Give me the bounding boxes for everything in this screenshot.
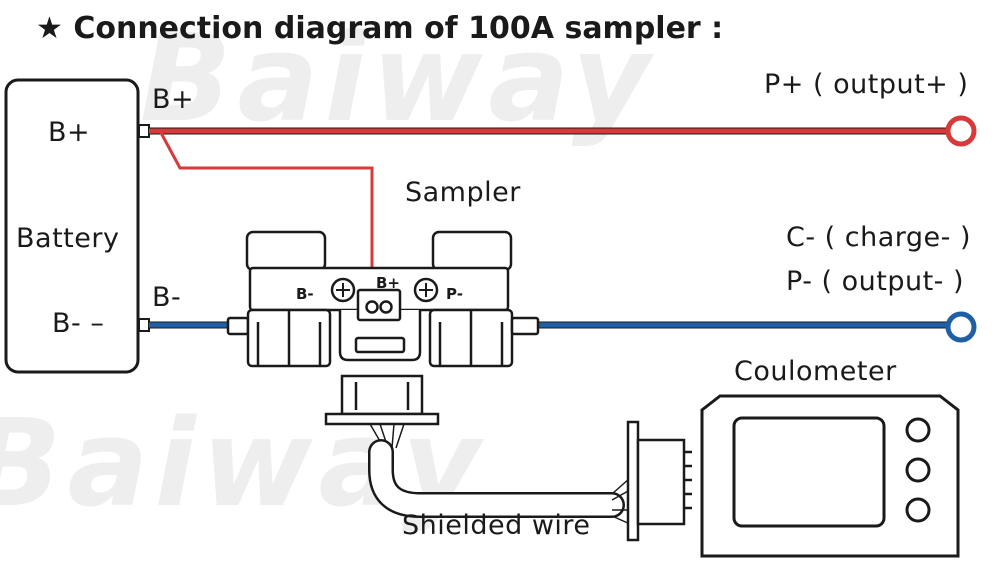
shielded-wire — [368, 423, 631, 525]
p-plus-output-terminal — [945, 115, 977, 147]
sampler-right-cap — [431, 230, 513, 272]
battery-pos-post — [138, 124, 150, 138]
coulometer-button-1 — [905, 417, 931, 443]
b-minus-wire-label: B- — [152, 282, 181, 313]
coulometer — [700, 394, 960, 558]
battery-neg-terminal: B- – — [52, 308, 104, 339]
shielded-wire-label: Shielded wire — [402, 510, 591, 541]
coulometer-connector — [626, 420, 692, 542]
coulometer-button-2 — [905, 457, 931, 483]
p-plus-output-label: P+ ( output+ ) — [764, 69, 968, 100]
sampler-p-minus-terminal: P- — [446, 285, 463, 303]
diagram-title: ★ Connection diagram of 100A sampler : — [36, 11, 723, 46]
sense-connector — [356, 288, 402, 322]
sampler — [226, 230, 540, 368]
positive-wire — [149, 127, 948, 300]
sampler-left-cap — [245, 230, 327, 272]
battery-body — [4, 78, 140, 374]
battery-label: Battery — [16, 223, 119, 254]
battery-pos-terminal: B+ — [48, 117, 90, 148]
watermark-top: Baiway — [140, 10, 656, 149]
sampler-b-minus-terminal: B- — [296, 285, 314, 303]
p-minus-output-label: P- ( output- ) — [786, 266, 964, 297]
c-minus-charge-label: C- ( charge- ) — [786, 222, 971, 253]
coulometer-label: Coulometer — [734, 356, 897, 387]
b-plus-wire-label: B+ — [152, 84, 194, 115]
sampler-label: Sampler — [405, 177, 521, 208]
sampler-sense-terminal: B+ — [376, 274, 400, 292]
p-minus-output-terminal — [945, 311, 977, 343]
sense-wire — [158, 130, 374, 300]
coulometer-button-3 — [905, 497, 931, 523]
battery: B+ Battery B- – — [4, 78, 150, 374]
coulometer-screen — [732, 416, 886, 528]
sampler-plug — [324, 374, 440, 426]
battery-neg-post — [138, 318, 150, 332]
